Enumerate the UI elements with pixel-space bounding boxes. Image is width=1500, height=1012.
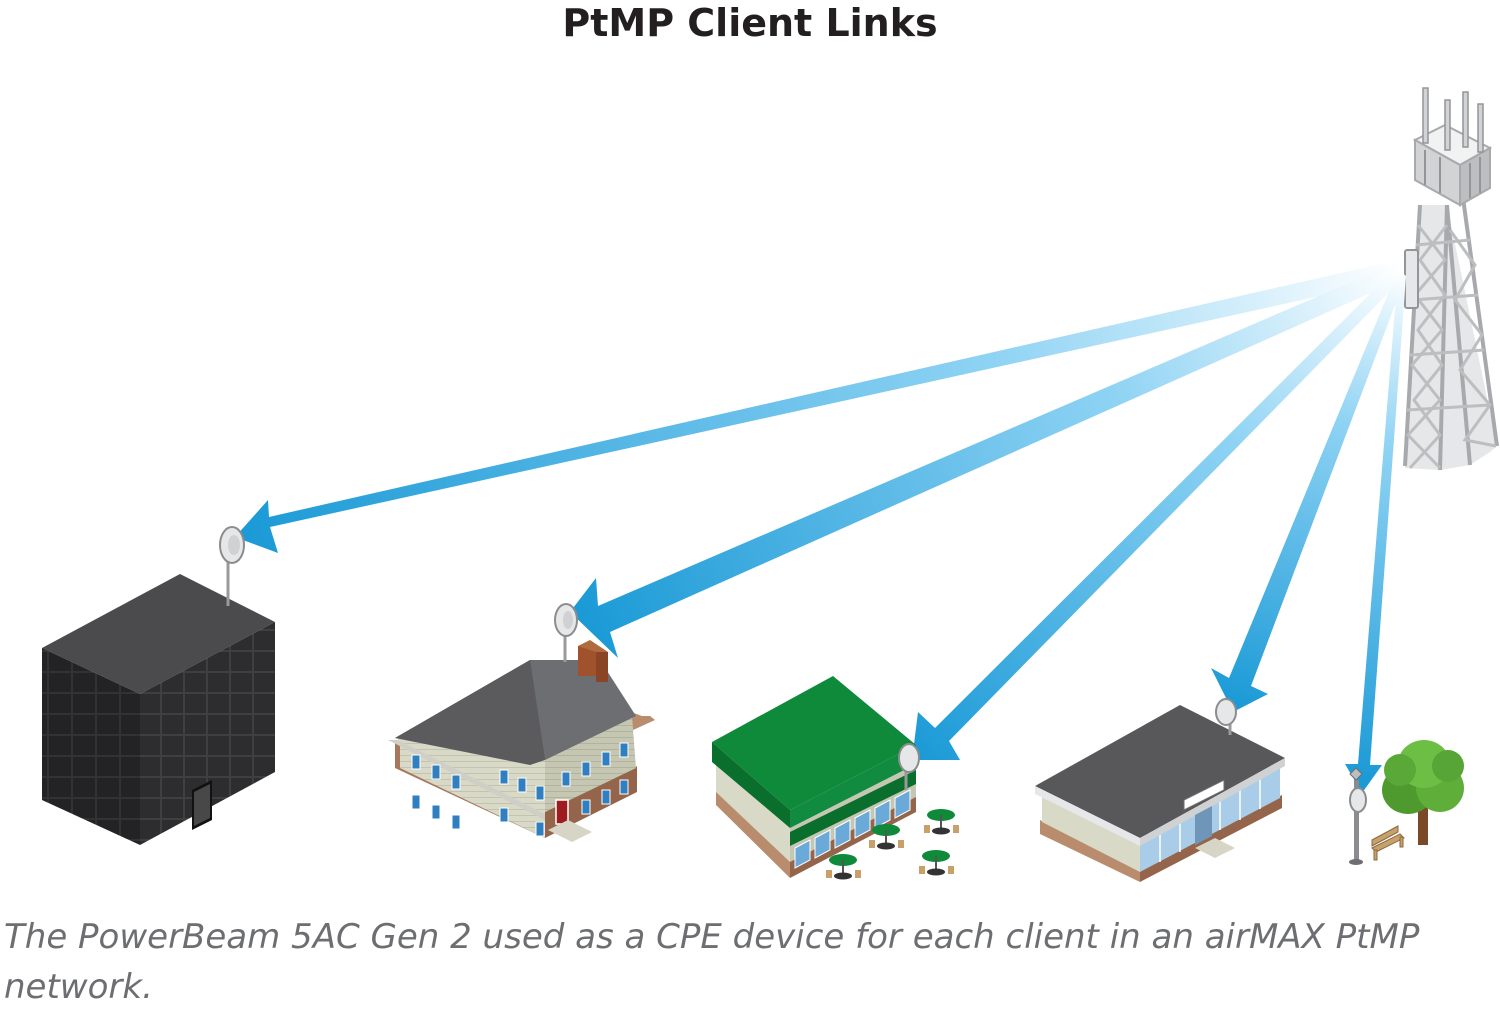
dish-antenna-icon [1349, 787, 1367, 813]
sector-antenna-icon [1404, 249, 1419, 309]
diagram-caption: The PowerBeam 5AC Gen 2 used as a CPE de… [4, 917, 1420, 1007]
dish-antenna-icon [554, 603, 578, 637]
dish-antenna-icon [898, 743, 920, 773]
bench [1371, 825, 1405, 861]
store-icon [1035, 698, 1285, 882]
diagram-title: PtMP Client Links [562, 1, 938, 45]
wireless-links [235, 260, 1406, 793]
link-to-house [570, 262, 1402, 658]
tower-icon [1403, 87, 1499, 471]
dish-antenna-icon [1215, 698, 1237, 726]
patio-tables [826, 809, 959, 880]
dish-antenna-icon [219, 526, 245, 564]
park-icon [1349, 740, 1464, 865]
office-building-icon [42, 526, 275, 845]
link-to-office [235, 260, 1402, 553]
link-to-park [1345, 272, 1406, 793]
house-door [555, 799, 569, 825]
house-icon [388, 603, 655, 842]
link-to-cafe [912, 266, 1405, 760]
link-to-store [1211, 270, 1406, 712]
cafe-icon [712, 676, 959, 880]
